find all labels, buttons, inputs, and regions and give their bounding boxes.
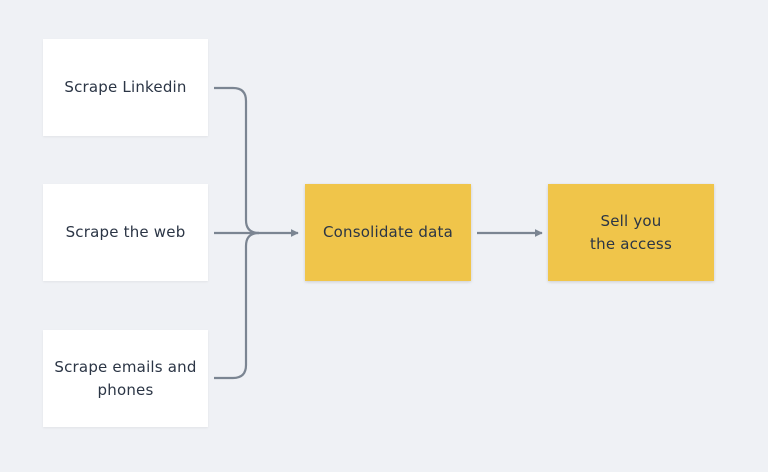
connector-emails-to-merge — [214, 231, 260, 380]
node-label: Scrape the web — [65, 223, 186, 241]
node-label: Scrape emails and phones — [54, 357, 197, 399]
node-scrape-emails-and-phones[interactable]: Scrape emails and phones — [43, 330, 208, 427]
node-label: Consolidate data — [322, 223, 454, 241]
node-scrape-linkedin[interactable]: Scrape Linkedin — [43, 39, 208, 136]
node-label: Scrape Linkedin — [64, 78, 187, 96]
node-scrape-the-web[interactable]: Scrape the web — [43, 184, 208, 281]
node-consolidate-data[interactable]: Consolidate data — [305, 184, 471, 281]
node-sell-access[interactable]: Sell you the access — [548, 184, 714, 281]
connector-linkedin-to-merge — [214, 86, 260, 235]
node-label: Sell you the access — [590, 211, 672, 253]
